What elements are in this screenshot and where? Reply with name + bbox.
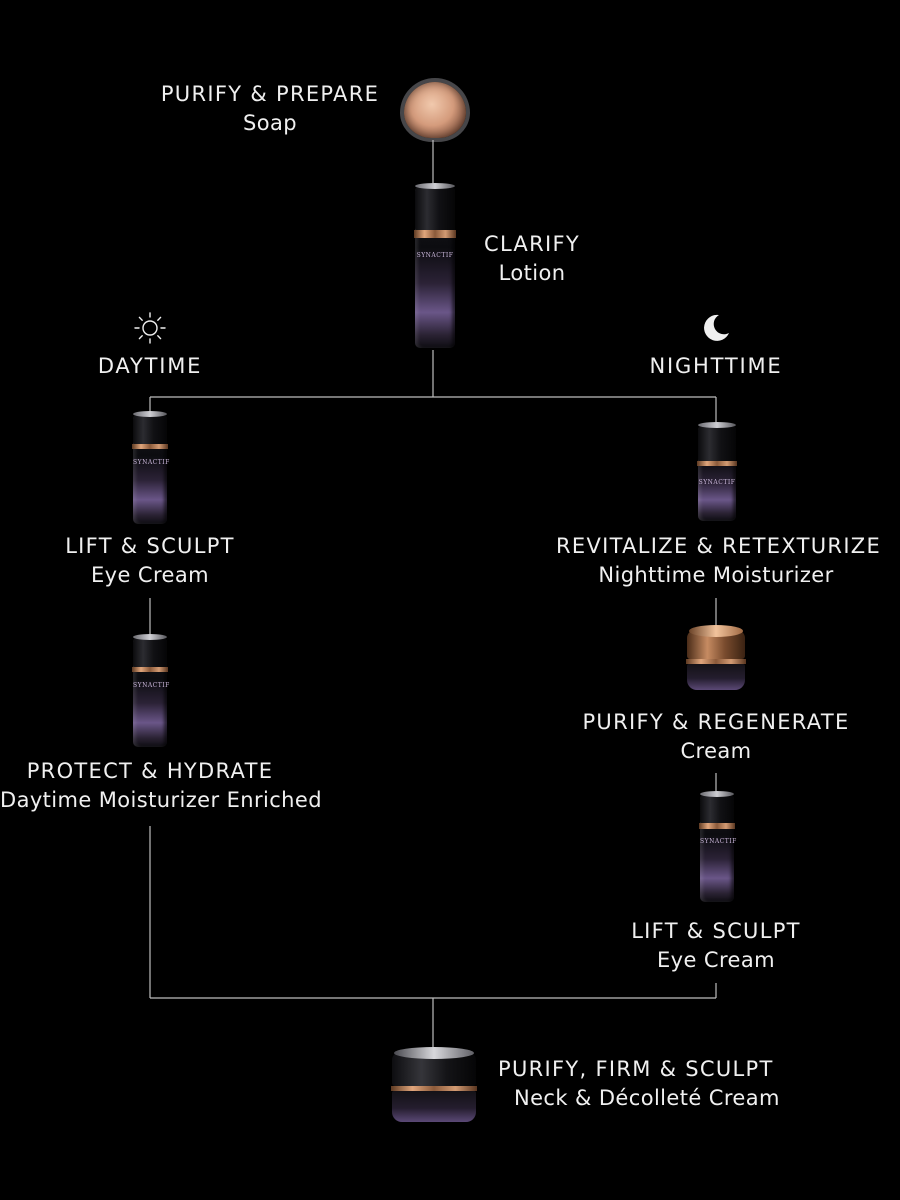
step-night-moisturizer-label: REVITALIZE & RETEXTURIZE Nighttime Moist…: [556, 532, 882, 590]
step-night-cream-subtitle: Cream: [680, 739, 752, 763]
step-day-moisturizer-subtitle: Daytime Moisturizer Enriched: [0, 788, 322, 812]
step-day-moisturizer-title: PROTECT & HYDRATE: [26, 759, 274, 783]
soap-product-image: [404, 82, 466, 138]
step-night-eye-title: LIFT & SCULPT: [631, 919, 801, 943]
step-soap-title: PURIFY & PREPARE: [160, 82, 380, 106]
step-day-eye-title: LIFT & SCULPT: [65, 534, 235, 558]
step-day-eye-label: LIFT & SCULPT Eye Cream: [40, 532, 260, 590]
moon-icon: [704, 314, 729, 341]
step-night-cream-title: PURIFY & REGENERATE: [582, 710, 850, 734]
step-soap-subtitle: Soap: [243, 111, 297, 135]
step-neck-title: PURIFY, FIRM & SCULPT: [498, 1057, 774, 1081]
step-lotion-label: CLARIFY Lotion: [462, 230, 602, 288]
step-neck-subtitle: Neck & Décolleté Cream: [514, 1086, 780, 1110]
nighttime-heading: NIGHTTIME: [649, 354, 783, 378]
step-lotion-title: CLARIFY: [483, 232, 580, 256]
day-eye-cream-product-image: SYNACTIF: [132, 411, 169, 524]
step-night-eye-label: LIFT & SCULPT Eye Cream: [606, 917, 826, 975]
day-moisturizer-product-image: SYNACTIF: [132, 634, 169, 747]
night-moisturizer-product-image: SYNACTIF: [697, 421, 737, 521]
step-day-eye-subtitle: Eye Cream: [91, 563, 209, 587]
sun-icon: [134, 312, 166, 344]
night-cream-product-image: [686, 625, 746, 690]
step-lotion-subtitle: Lotion: [498, 261, 566, 285]
daytime-heading: DAYTIME: [97, 354, 203, 378]
step-day-moisturizer-label: PROTECT & HYDRATE Daytime Moisturizer En…: [0, 757, 322, 815]
neck-cream-product-image: [391, 1047, 477, 1122]
step-night-eye-subtitle: Eye Cream: [657, 948, 775, 972]
step-soap-label: PURIFY & PREPARE Soap: [150, 80, 390, 138]
step-night-moisturizer-title: REVITALIZE & RETEXTURIZE: [556, 534, 882, 558]
step-neck-label: PURIFY, FIRM & SCULPT Neck & Décolleté C…: [498, 1055, 798, 1113]
step-night-moisturizer-subtitle: Nighttime Moisturizer: [598, 563, 834, 587]
night-eye-cream-product-image: SYNACTIF: [699, 790, 736, 902]
step-night-cream-label: PURIFY & REGENERATE Cream: [576, 708, 856, 766]
lotion-product-image: SYNACTIF: [414, 183, 456, 348]
